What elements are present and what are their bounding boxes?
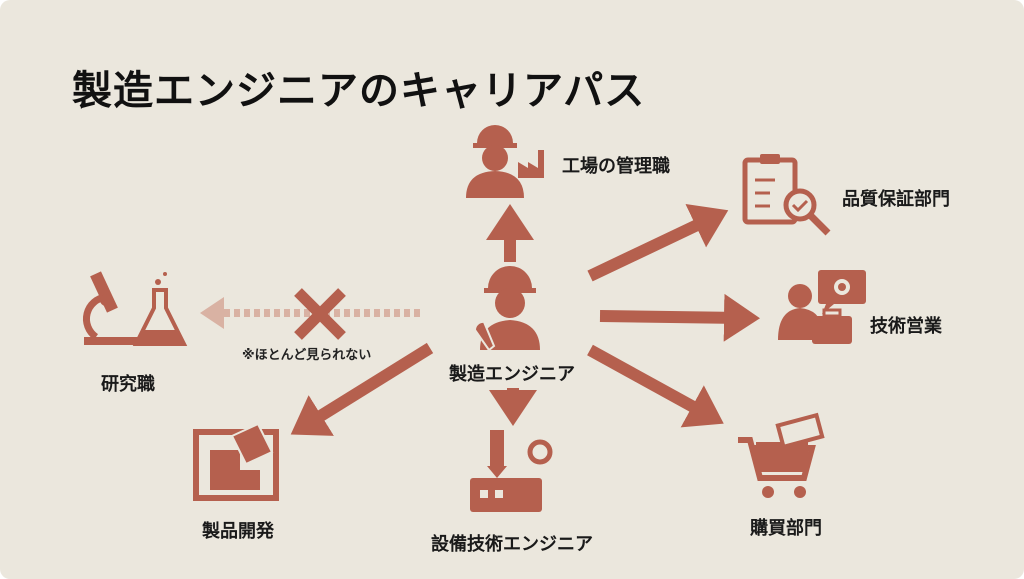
equipment-machine-icon xyxy=(470,430,553,512)
engineer-icon xyxy=(473,266,540,352)
blueprint-icon xyxy=(193,422,279,501)
center-label: 製造エンジニア xyxy=(449,364,575,385)
arrow-to-product-development xyxy=(290,342,434,436)
microscope-flask-icon xyxy=(83,271,188,346)
arrow-to-technical-sales xyxy=(599,293,760,342)
quality-checklist-icon xyxy=(742,154,831,236)
shopping-cart-icon xyxy=(738,412,825,498)
purchasing-label: 購買部門 xyxy=(750,518,822,539)
arrow-to-quality-assurance xyxy=(587,204,729,282)
product-development-label: 製品開発 xyxy=(202,521,274,542)
technical-sales-label: 技術営業 xyxy=(870,316,942,337)
research-label: 研究職 xyxy=(101,374,155,395)
technical-sales-icon xyxy=(778,270,866,344)
equipment-engineer-label: 設備技術エンジニア xyxy=(431,534,593,555)
factory-manager-label: 工場の管理職 xyxy=(562,156,670,177)
quality-assurance-label: 品質保証部門 xyxy=(842,189,950,210)
cross-mark-icon xyxy=(294,288,346,340)
research-note: ※ほとんど見られない xyxy=(242,348,372,363)
factory-manager-icon xyxy=(466,125,544,198)
page-title: 製造エンジニアのキャリアパス xyxy=(72,67,646,114)
arrow-to-purchasing xyxy=(587,344,724,428)
